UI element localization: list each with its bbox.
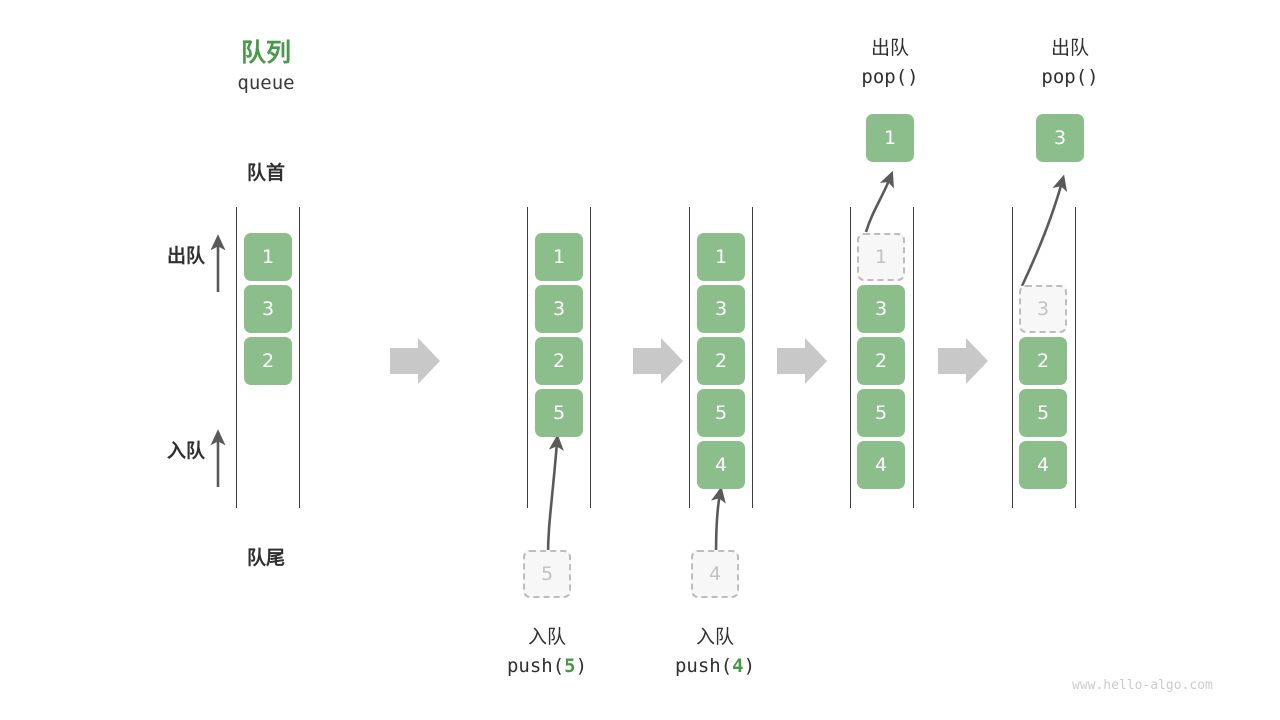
dequeue-axis-label: 出队	[166, 245, 205, 267]
separator-arrow-4	[938, 338, 988, 384]
rail-right	[590, 207, 591, 508]
rail-left	[527, 207, 528, 508]
enqueue-axis-label: 入队	[166, 440, 205, 462]
queue-cell-vacated: 3	[1019, 285, 1067, 333]
op-code-num: 4	[732, 655, 744, 677]
rail-left	[689, 207, 690, 508]
queue-cell: 5	[857, 389, 905, 437]
op-code-num: 5	[564, 655, 576, 677]
queue-cell: 4	[857, 441, 905, 489]
queue-cell: 2	[1019, 337, 1067, 385]
queue-cell: 2	[697, 337, 745, 385]
op-code-post: )	[743, 655, 756, 677]
rail-left	[1012, 207, 1013, 508]
queue-cell: 1	[535, 233, 583, 281]
queue-cell: 2	[244, 337, 292, 385]
operation-label-cn: 入队	[527, 626, 566, 648]
queue-cell: 3	[697, 285, 745, 333]
queue-cell: 4	[697, 441, 745, 489]
op-code-pre: push(	[674, 655, 733, 677]
operation-label-cn: 出队	[1050, 37, 1089, 59]
op-code-pre: push(	[506, 655, 565, 677]
rail-left	[850, 207, 851, 508]
queue-cell: 3	[244, 285, 292, 333]
queue-cell: 1	[244, 233, 292, 281]
push-5-arrow	[546, 434, 564, 557]
pop-1-arrow	[864, 170, 894, 233]
operation-label-cn: 入队	[695, 626, 734, 648]
rail-right	[299, 207, 300, 508]
queue-cell: 4	[1019, 441, 1067, 489]
operation-label-cn: 出队	[870, 37, 909, 59]
separator-arrow-1	[390, 338, 440, 384]
operation-label-code: push(4)	[635, 655, 795, 677]
incoming-element: 5	[523, 550, 571, 598]
operation-label-code: pop()	[861, 66, 919, 88]
separator-arrow-3	[777, 338, 827, 384]
op-code-post: )	[575, 655, 588, 677]
separator-arrow-2	[633, 338, 683, 384]
queue-cell: 5	[535, 389, 583, 437]
queue-cell: 5	[1019, 389, 1067, 437]
operation-label-code: pop()	[1041, 66, 1099, 88]
queue-cell-vacated: 1	[857, 233, 905, 281]
queue-cell: 3	[857, 285, 905, 333]
queue-cell: 2	[857, 337, 905, 385]
rail-left	[236, 207, 237, 508]
queue-cell: 5	[697, 389, 745, 437]
rail-right	[913, 207, 914, 508]
watermark: www.hello-algo.com	[1072, 678, 1213, 693]
pop-3-arrow	[1020, 174, 1068, 287]
push-4-arrow	[710, 486, 726, 557]
queue-cell: 1	[697, 233, 745, 281]
front-label: 队首	[246, 162, 285, 184]
page-subtitle: queue	[237, 72, 295, 94]
rail-right	[1075, 207, 1076, 508]
queue-cell: 3	[535, 285, 583, 333]
popped-element: 3	[1036, 114, 1084, 162]
incoming-element: 4	[691, 550, 739, 598]
popped-element: 1	[866, 114, 914, 162]
queue-cell: 2	[535, 337, 583, 385]
operation-label-code: push(5)	[467, 655, 627, 677]
page-title: 队列	[240, 38, 291, 67]
rear-label: 队尾	[246, 547, 285, 569]
rail-right	[752, 207, 753, 508]
